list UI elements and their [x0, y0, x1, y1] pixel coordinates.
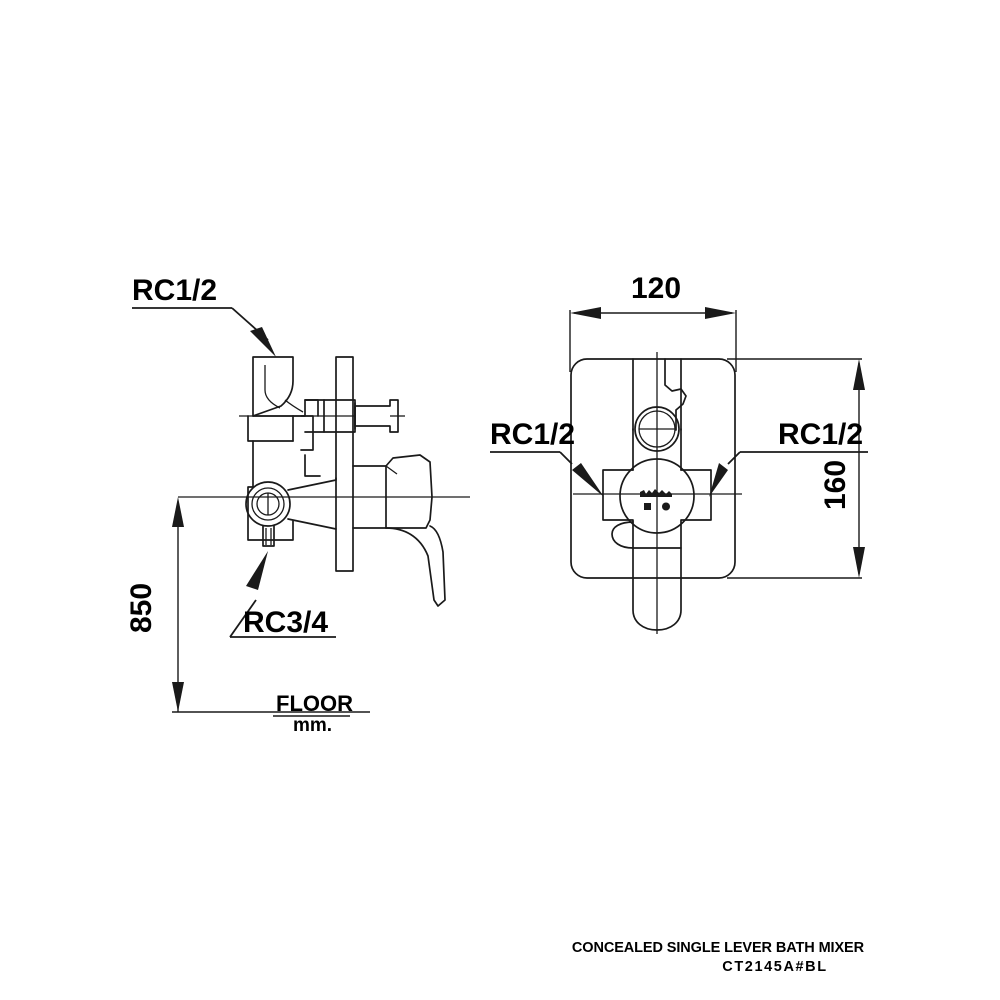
side-elevation-view [132, 307, 470, 717]
units-label: mm. [293, 715, 332, 736]
side-bottom-nipple [262, 525, 275, 547]
floor-label: FLOOR [276, 691, 353, 716]
callout-label-side-rc34: RC3/4 [243, 606, 328, 639]
side-outlet-circle-mid [251, 487, 285, 521]
side-handle-hub [352, 465, 387, 529]
front-handle-cross-base [602, 469, 712, 549]
dimension-120 [569, 307, 737, 372]
side-handle-cap [385, 454, 433, 529]
callout-front-right-leader [727, 451, 741, 465]
front-escutcheon-plate [570, 358, 736, 579]
dim-label-160: 160 [819, 460, 852, 510]
side-escutcheon-plate [335, 356, 354, 572]
dimension-850 [172, 497, 370, 717]
callout-front-right-arrow [709, 463, 728, 497]
dim-160-arrow-top [853, 359, 865, 390]
dim-850-arrow-top [172, 497, 184, 527]
front-indicator-square [644, 503, 651, 510]
callout-side-rc12-arrow [250, 327, 276, 357]
dim-850-arrow-bottom [172, 682, 184, 712]
front-diverter-notch [664, 358, 687, 431]
side-top-inlet [252, 356, 294, 417]
side-arm-lower [287, 518, 337, 530]
callout-front-left-arrow [572, 463, 604, 497]
front-brand-glyph [640, 489, 672, 497]
front-brand-mark [640, 489, 672, 511]
callout-front-left-leader [559, 451, 573, 465]
front-handle-hub-circle [619, 458, 695, 534]
callout-front-rc12-left [490, 451, 604, 497]
callout-label-front-rc12-left: RC1/2 [490, 418, 575, 451]
callout-side-rc34-leader [229, 599, 257, 638]
side-arm-upper [287, 477, 337, 491]
dim-label-120: 120 [631, 272, 681, 305]
side-handle-assembly [352, 454, 446, 607]
front-lever-foreshortened [611, 521, 634, 549]
side-sleeve-link [304, 454, 321, 477]
side-handle-cap-edge [385, 465, 398, 475]
dim-120-arrow-right [705, 307, 736, 319]
callout-label-side-rc12: RC1/2 [132, 274, 217, 307]
product-name-label: CONCEALED SINGLE LEVER BATH MIXER [572, 940, 865, 956]
side-outlet-circle-outer [245, 481, 291, 527]
side-diverter-knob [354, 399, 399, 433]
callout-front-rc12-right [709, 451, 868, 497]
callout-side-rc34-arrow [246, 551, 268, 590]
front-body-strip-mid [632, 428, 682, 471]
side-sleeve-upper [300, 415, 314, 451]
dimension-160 [727, 358, 865, 579]
callout-side-rc12 [132, 307, 276, 357]
callout-label-front-rc12-right: RC1/2 [778, 418, 863, 451]
front-elevation-view [490, 307, 868, 634]
side-plate-rect [335, 356, 354, 572]
dim-label-850: 850 [125, 583, 158, 633]
side-top-inlet-fillet [284, 399, 304, 413]
front-diverter-circle-outer [634, 406, 680, 452]
side-lever-arm [385, 525, 446, 607]
side-valve-body [245, 356, 405, 547]
front-indicator-dot [662, 502, 670, 511]
model-code-label: CT2145A#BL [722, 959, 827, 975]
dim-160-arrow-bottom [853, 547, 865, 578]
callout-side-rc34 [229, 551, 336, 638]
front-body-strip-upper [632, 358, 682, 431]
dim-120-arrow-left [570, 307, 601, 319]
side-body-column [247, 415, 294, 541]
front-lower-body [632, 547, 682, 631]
side-top-inlet-inner-edge [264, 365, 281, 409]
